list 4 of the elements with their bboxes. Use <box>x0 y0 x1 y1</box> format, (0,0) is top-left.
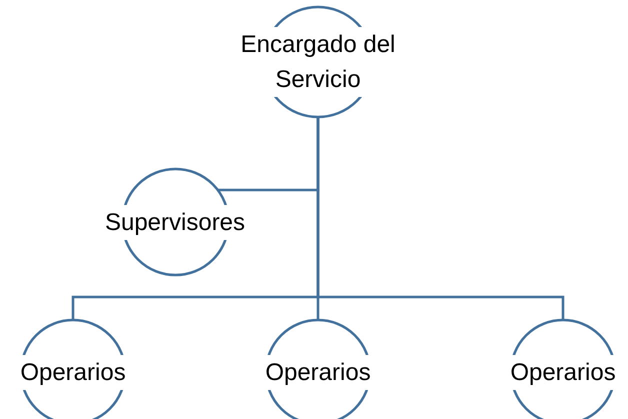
node-label: Operarios <box>18 354 128 390</box>
node-label: Operarios <box>508 354 618 390</box>
node-label: Operarios <box>263 354 373 390</box>
connector-line <box>316 117 564 320</box>
